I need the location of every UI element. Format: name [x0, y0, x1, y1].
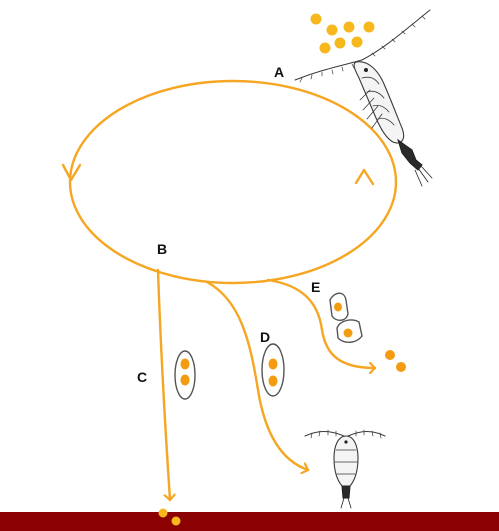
particle-pair-e — [385, 350, 406, 372]
particle-dot-icon — [385, 350, 395, 360]
pellet-icon-d — [262, 344, 284, 396]
label-d: D — [260, 329, 270, 345]
copepod-large-icon — [295, 10, 432, 186]
pellet-fragments-e — [330, 293, 362, 342]
particle-dot-icon — [344, 22, 355, 33]
sinking-pellet-arrow-c — [158, 270, 170, 500]
label-e: E — [311, 279, 320, 295]
particle-dot-icon — [159, 509, 168, 518]
label-a: A — [274, 64, 284, 80]
particle-cluster-top — [311, 14, 375, 54]
particle-dot-icon — [335, 38, 346, 49]
loop-arrow-right — [356, 170, 373, 184]
consumption-arrow-d — [207, 282, 308, 470]
label-b: B — [157, 241, 167, 257]
particle-dot-icon — [311, 14, 322, 25]
seafloor-band — [0, 512, 499, 531]
recycling-loop — [70, 81, 396, 283]
particle-dot-icon — [396, 362, 406, 372]
label-c: C — [137, 369, 147, 385]
copepod-body — [354, 62, 404, 143]
particle-dot-icon — [320, 43, 331, 54]
particle-dot-icon — [172, 517, 181, 526]
particle-dot-icon — [352, 37, 363, 48]
particle-dot-icon — [364, 22, 375, 33]
pellet-icon-c — [175, 351, 195, 399]
copepod-small-icon — [305, 430, 385, 508]
particle-dot-icon — [327, 25, 338, 36]
